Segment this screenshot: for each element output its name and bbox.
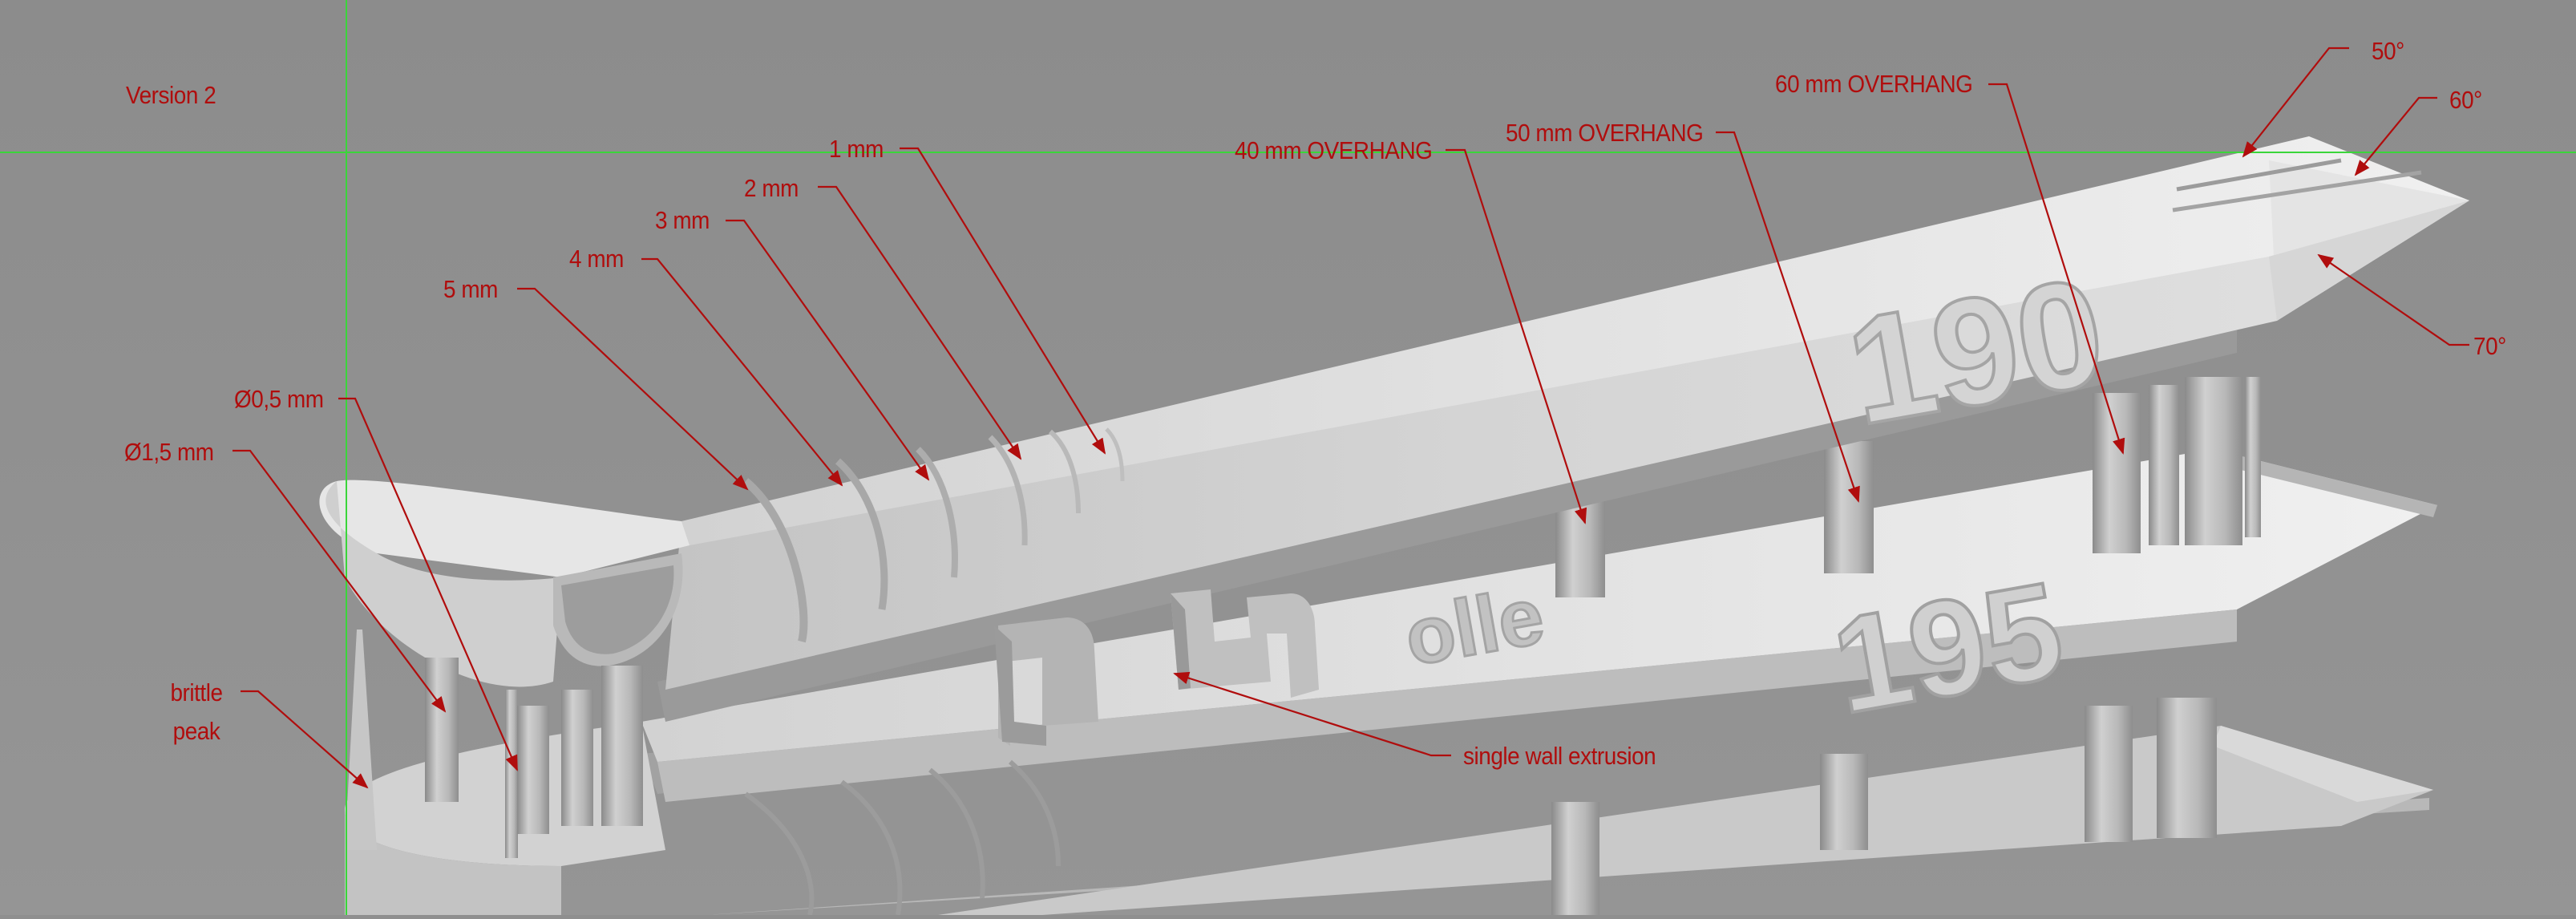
angle-label-60: 60° [2449,86,2482,114]
brittle-peak-label: brittle peak [164,674,229,751]
pin-label-0-5mm: Ø0,5 mm [234,385,324,413]
pin-label-1-5mm: Ø1,5 mm [124,438,214,466]
model-brand-text: olle [1398,570,1550,682]
wall-label-2mm: 2 mm [744,174,799,202]
angle-label-70: 70° [2473,332,2506,360]
brittle-label-line1: brittle [170,678,223,706]
overhang-label-40mm: 40 mm OVERHANG [1235,136,1433,164]
lower-pillars [1551,698,2217,915]
left-pins [345,630,643,858]
single-wall-extrusion [994,589,1319,746]
wall-label-5mm: 5 mm [443,275,498,303]
leader-lines [233,47,2469,789]
wall-label-3mm: 3 mm [655,206,710,234]
brittle-label-line2: peak [172,717,220,745]
single-wall-label: single wall extrusion [1463,742,1656,770]
wall-label-4mm: 4 mm [569,245,624,273]
version-label: Version 2 [126,81,216,109]
overhang-label-50mm: 50 mm OVERHANG [1506,119,1704,147]
wall-steps [742,427,1125,643]
angle-label-50: 50° [2372,37,2404,65]
wall-label-1mm: 1 mm [829,135,884,163]
overhang-label-60mm: 60 mm OVERHANG [1775,70,1973,98]
